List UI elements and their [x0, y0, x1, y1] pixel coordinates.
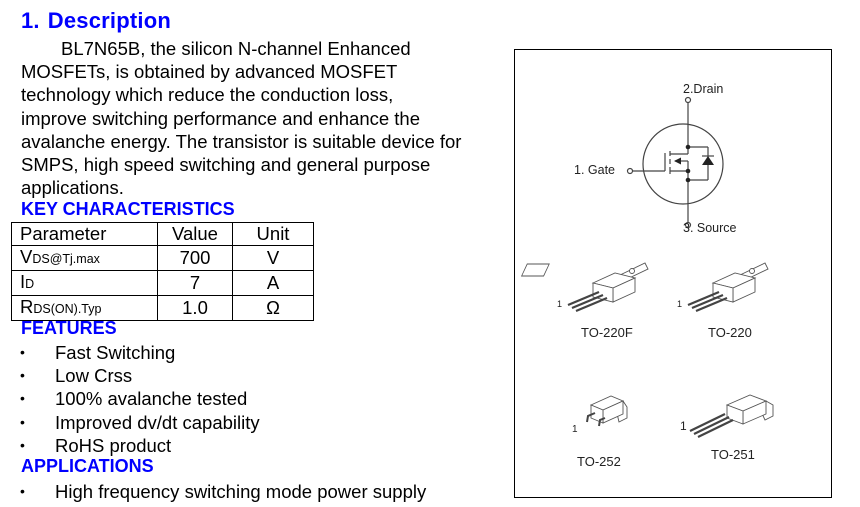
list-item: •Fast Switching	[20, 342, 176, 363]
key-characteristics-table: Parameter Value Unit VDS@Tj.max 700 V ID…	[11, 222, 314, 321]
pin1-label: 1	[680, 419, 687, 433]
header-parameter: Parameter	[11, 222, 158, 246]
param-cell: RDS(ON).Typ	[11, 295, 158, 321]
table-row: ID 7 A	[11, 270, 314, 296]
table-row: RDS(ON).Typ 1.0 Ω	[11, 295, 314, 321]
package-name: TO-220F	[581, 325, 633, 340]
to-220f-package-icon	[520, 262, 649, 313]
list-item: •RoHS product	[20, 434, 172, 456]
list-item: •Improved dv/dt capability	[20, 411, 260, 433]
source-label: 3. Source	[683, 221, 737, 235]
param-cell: VDS@Tj.max	[11, 245, 158, 271]
package-diagram-panel: 2.Drain 1. Gate 3. Source 1 1 1 1 TO-220…	[514, 49, 832, 498]
table-row: VDS@Tj.max 700 V	[11, 245, 314, 271]
list-item: •Low Crss	[20, 365, 133, 387]
description-line: avalanche energy. The transistor is suit…	[21, 130, 462, 152]
bullet-icon: •	[20, 367, 25, 384]
bullet-icon: •	[20, 436, 25, 453]
features-list: •Fast Switching •Low Crss •100% avalanch…	[18, 341, 260, 457]
applications-list: •High frequency switching mode power sup…	[18, 480, 426, 503]
description-line: BL7N65B, the silicon N-channel Enhanced	[61, 38, 411, 59]
value-cell: 7	[157, 270, 233, 296]
bullet-icon: •	[20, 390, 25, 407]
to-220-package-icon	[687, 262, 769, 313]
description-paragraph: BL7N65B, the silicon N-channel Enhanced …	[21, 37, 511, 199]
features-heading: FEATURES	[21, 318, 117, 338]
key-characteristics-heading: KEY CHARACTERISTICS	[21, 199, 235, 219]
gate-label: 1. Gate	[574, 163, 615, 177]
value-cell: 1.0	[157, 295, 233, 321]
header-value: Value	[157, 222, 233, 246]
param-cell: ID	[11, 270, 158, 296]
package-name: TO-252	[577, 454, 621, 469]
drain-label: 2.Drain	[683, 82, 724, 96]
section-number: 1.	[21, 8, 40, 33]
to-251-package-icon	[689, 394, 774, 438]
applications-heading: APPLICATIONS	[21, 456, 154, 476]
description-line: improve switching performance and enhanc…	[21, 107, 421, 129]
description-line: MOSFETs, is obtained by advanced MOSFET	[21, 61, 398, 83]
value-cell: 700	[157, 245, 233, 271]
description-line: technology which reduce the conduction l…	[21, 84, 394, 106]
mosfet-schematic-icon	[520, 96, 774, 438]
pin1-label: 1	[572, 424, 578, 435]
table-header-row: Parameter Value Unit	[11, 222, 314, 246]
description-line: applications.	[21, 177, 124, 199]
bullet-icon: •	[20, 413, 25, 430]
unit-cell: Ω	[232, 295, 314, 321]
pin1-label: 1	[677, 299, 683, 309]
package-name: TO-220	[708, 325, 752, 340]
list-item: •100% avalanche tested	[20, 388, 248, 410]
bullet-icon: •	[20, 483, 25, 499]
unit-cell: A	[232, 270, 314, 296]
package-name: TO-251	[711, 447, 755, 462]
header-unit: Unit	[232, 222, 314, 246]
list-item: •High frequency switching mode power sup…	[20, 481, 427, 502]
bullet-icon: •	[20, 344, 25, 360]
to-252-package-icon	[586, 395, 628, 427]
unit-cell: V	[232, 245, 314, 271]
description-line: SMPS, high speed switching and general p…	[21, 154, 431, 176]
pin1-label: 1	[557, 299, 563, 309]
section-heading: 1. Description	[21, 8, 171, 34]
section-title: Description	[47, 8, 171, 33]
